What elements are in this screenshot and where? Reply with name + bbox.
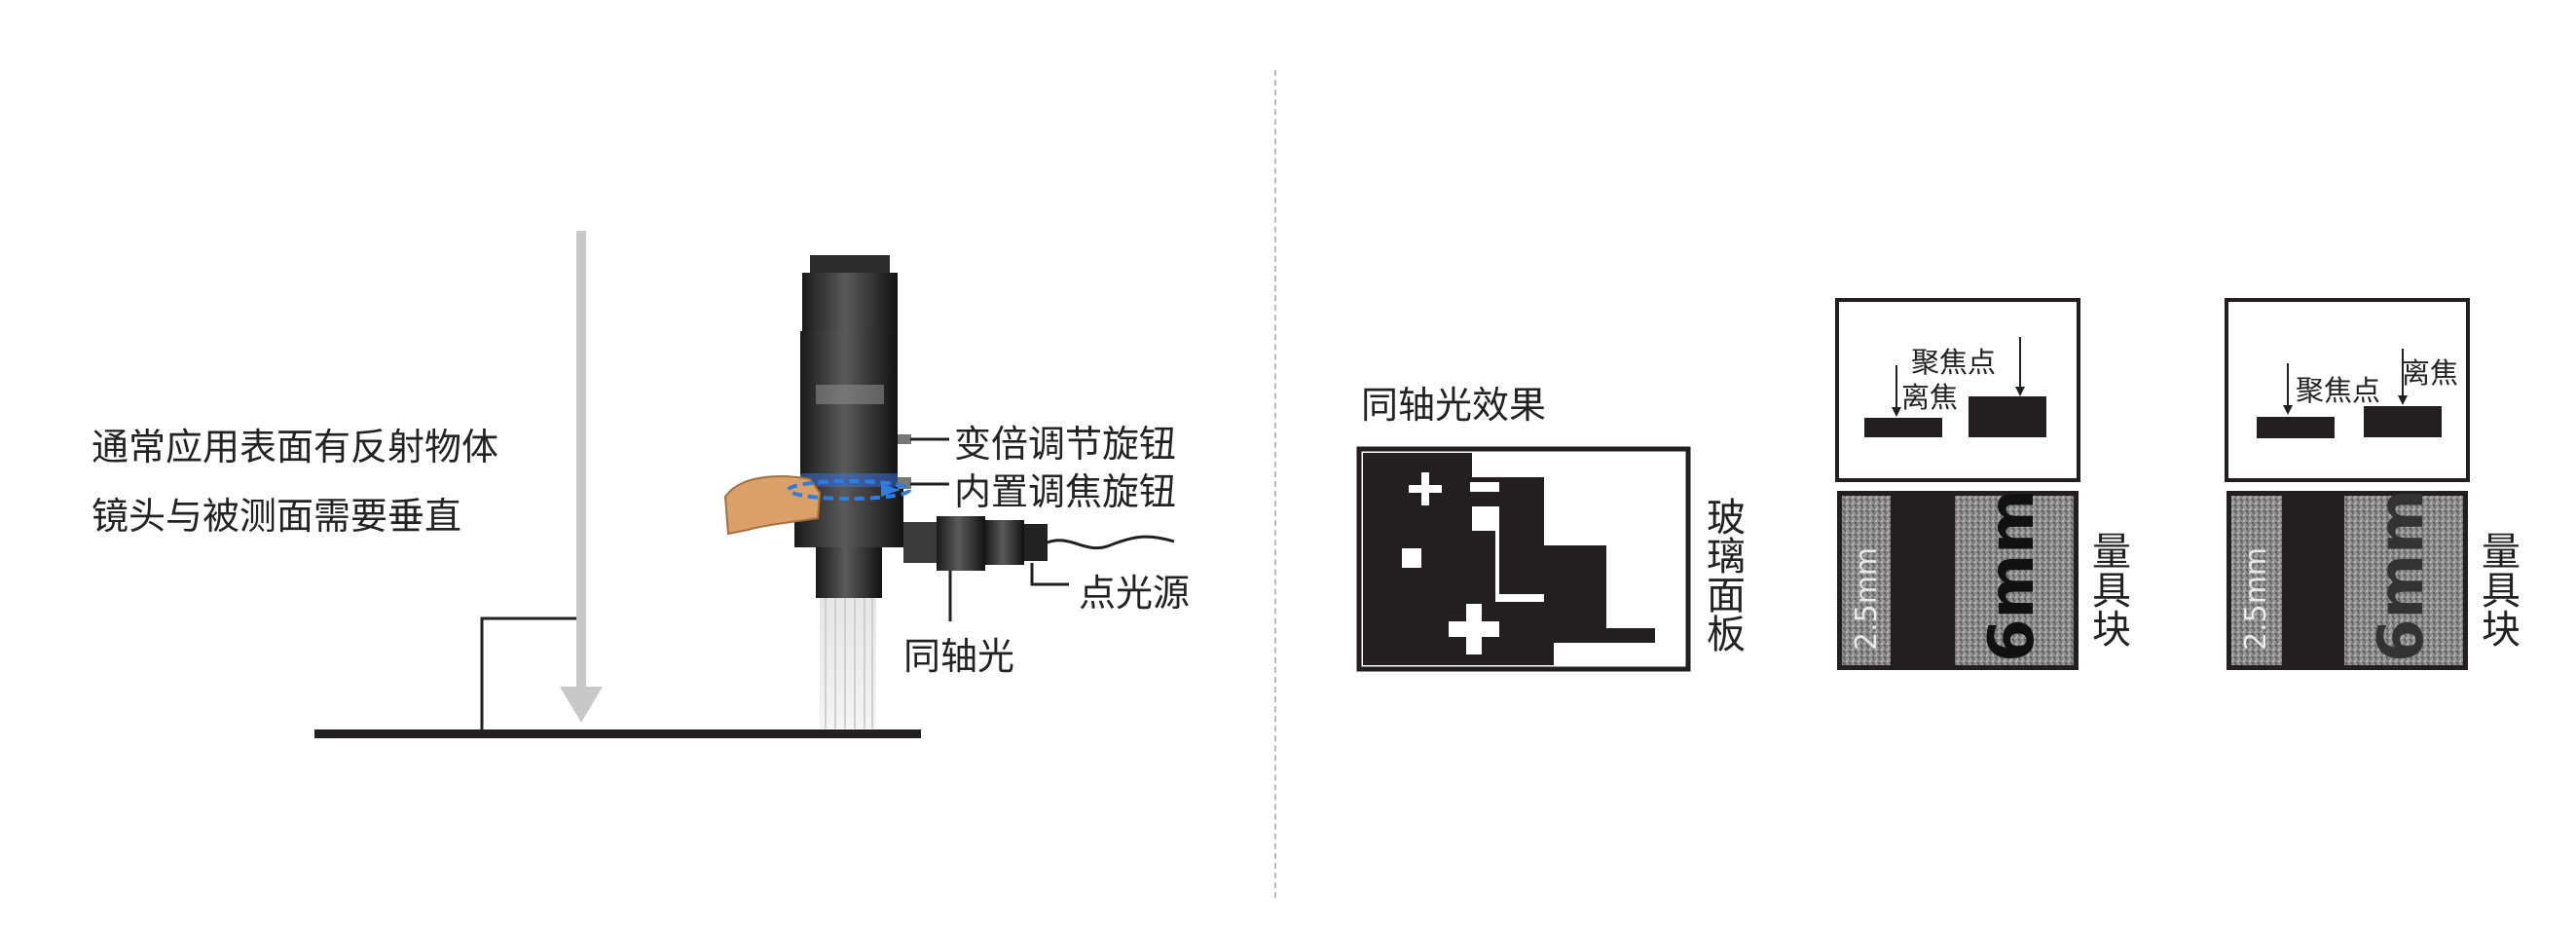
- gauge-text-left-1: 2.5mm: [1850, 546, 1884, 651]
- zoom-lens-body: [794, 255, 911, 598]
- gauge-text-right-1: 6mm: [1976, 489, 2048, 662]
- coaxial-light-beams: [820, 596, 876, 729]
- gauge-block-label-1: 量具块: [2085, 531, 2130, 648]
- rotate-arrow-head: [881, 484, 901, 497]
- defocus-label-2: 离焦: [2402, 356, 2459, 390]
- section-divider: [1274, 70, 1276, 898]
- zoom-knob-label: 变倍调节旋钮: [954, 423, 1177, 466]
- focus-knob-label: 内置调焦旋钮: [954, 470, 1177, 513]
- rotate-indicator: [787, 479, 911, 501]
- glass-panel-image: [1356, 446, 1691, 672]
- gauge-text-right-2: 6mm: [2366, 489, 2438, 662]
- hand-shape: [723, 475, 822, 536]
- gauge-block-label-2: 量具块: [2475, 531, 2520, 648]
- focus-point-label-2: 聚焦点: [2296, 374, 2381, 407]
- reflective-object-outline: [480, 616, 582, 731]
- coaxial-light-arm: [903, 516, 1175, 571]
- perpendicular-arrow-shaft: [576, 231, 586, 698]
- defocus-label-1: 离焦: [1901, 381, 1959, 414]
- focus-diagram-2: [2225, 298, 2470, 482]
- coaxial-effect-title: 同轴光效果: [1361, 384, 1547, 427]
- coaxial-light-label: 同轴光: [903, 635, 1015, 678]
- gauge-block-image-2: [2226, 491, 2468, 670]
- focus-point-label-1: 聚焦点: [1911, 346, 1997, 379]
- glass-panel-label: 玻璃面板: [1700, 497, 1745, 653]
- perpendicular-arrow-head: [560, 687, 603, 723]
- gauge-block-image-1: [1837, 491, 2079, 670]
- gauge-text-left-2: 2.5mm: [2239, 546, 2273, 651]
- base-surface: [314, 729, 921, 738]
- description-line-1: 通常应用表面有反射物体: [92, 426, 499, 468]
- description-line-2: 镜头与被测面需要垂直: [92, 495, 462, 538]
- focus-diagram-1: [1835, 298, 2080, 482]
- leader-point-light: [1030, 563, 1069, 586]
- point-light-label: 点光源: [1079, 572, 1191, 615]
